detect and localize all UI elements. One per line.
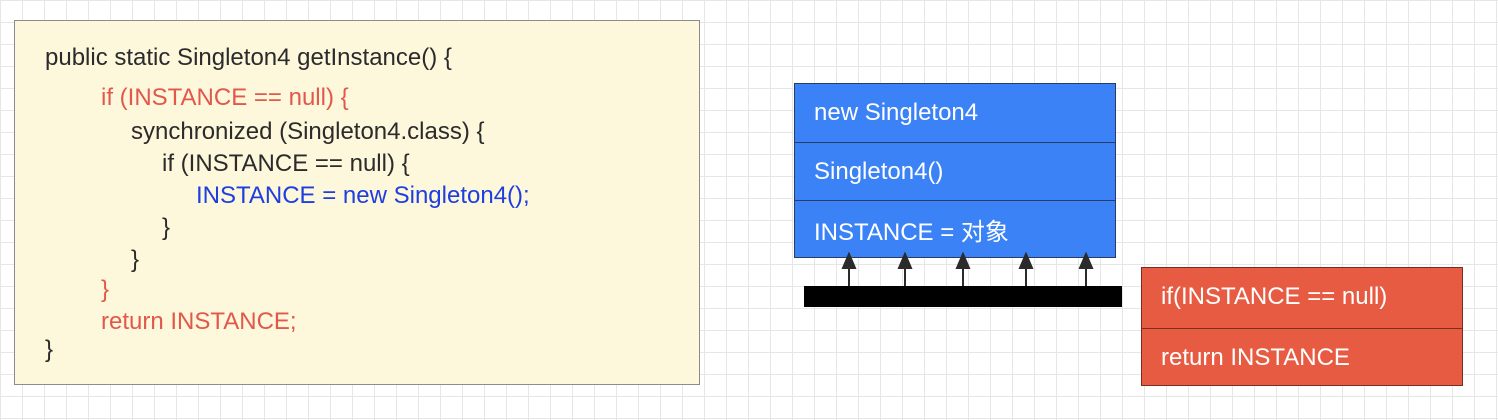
memory-barrier-arrows	[841, 252, 1094, 288]
code-line-inner-if-close: }	[162, 214, 171, 241]
code-line-method-close: }	[45, 336, 54, 363]
code-panel: public static Singleton4 getInstance() {…	[14, 20, 700, 385]
stack-row-constructor: Singleton4()	[795, 142, 1115, 200]
barrier-arrow-4-head	[1018, 252, 1034, 269]
code-line-outer-if: if (INSTANCE == null) {	[101, 84, 349, 111]
memory-barrier-bar	[804, 286, 1122, 307]
stack-row-assign: INSTANCE = 对象	[795, 200, 1115, 258]
stack-row-new: new Singleton4	[814, 99, 979, 126]
code-line-inner-if: if (INSTANCE == null) {	[162, 150, 410, 177]
code-line-synchronized-close: }	[131, 246, 140, 273]
thread-box: if(INSTANCE == null) return INSTANCE	[1141, 267, 1463, 386]
code-line-synchronized: synchronized (Singleton4.class) {	[131, 118, 485, 145]
code-line-outer-if-close: }	[101, 276, 110, 303]
barrier-arrow-3-head	[955, 252, 971, 269]
thread-row-check: if(INSTANCE == null)	[1161, 283, 1388, 310]
barrier-arrow-5-head	[1078, 252, 1094, 269]
barrier-arrow-1-head	[841, 252, 857, 269]
code-line-return: return INSTANCE;	[101, 308, 297, 335]
code-line-assignment: INSTANCE = new Singleton4();	[196, 182, 530, 209]
thread-row-return: return INSTANCE	[1142, 328, 1462, 386]
instruction-stack: new Singleton4 Singleton4() INSTANCE = 对…	[794, 83, 1116, 258]
code-line-signature: public static Singleton4 getInstance() {	[45, 44, 452, 71]
barrier-arrow-2-head	[897, 252, 913, 269]
